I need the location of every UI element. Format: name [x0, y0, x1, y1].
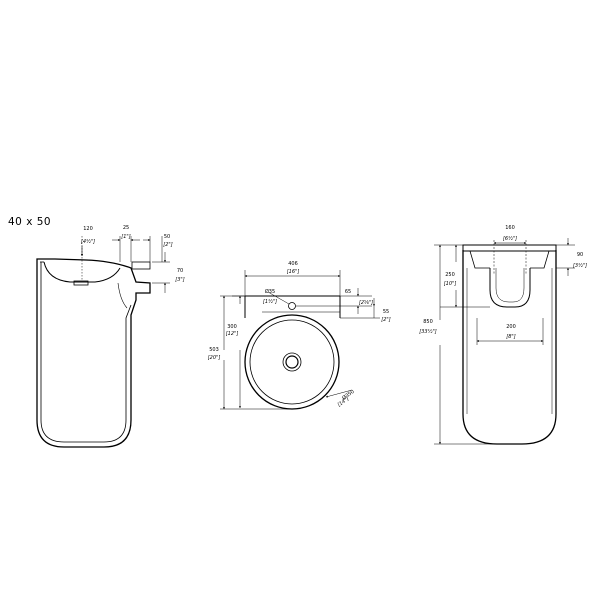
top-basin-outer — [244, 314, 340, 410]
dim-300-inch: [12"] — [226, 331, 239, 337]
side-basin-bowl — [43, 261, 121, 283]
dim-55-mm: 55 — [383, 309, 389, 315]
dim-90-mm: 90 — [577, 252, 583, 258]
dim-70-mm: 70 — [177, 268, 183, 274]
dim-200-mm: 200 — [506, 324, 516, 330]
side-tap-block — [131, 261, 151, 270]
dim-250-mm: 250 — [445, 272, 455, 278]
side-body-outline — [36, 258, 151, 448]
dim-35-mm: Ø35 — [265, 288, 275, 295]
dim-160-mm: 160 — [505, 225, 515, 231]
side-view-labels: 120 [4½"] 25 [1"] 50 [2"] 70 [3"] — [81, 225, 185, 283]
dim-65-inch: [2⅝"] — [359, 300, 373, 306]
dim-65-mm: 65 — [345, 289, 351, 295]
dim-406-inch: [16"] — [287, 269, 300, 275]
dim-25-mm: 25 — [123, 225, 129, 231]
dim-90-inch: [3½"] — [573, 262, 587, 269]
dim-406-mm: 406 — [288, 261, 298, 267]
front-top-rim — [462, 244, 557, 252]
top-tap-hole — [288, 302, 296, 310]
side-view — [36, 236, 170, 448]
dim-50-mm: 50 — [164, 234, 170, 240]
top-view — [220, 270, 380, 410]
front-deck-right — [530, 250, 550, 269]
front-body-outline — [462, 250, 557, 445]
top-drain-outer — [282, 352, 302, 372]
side-drain-pipe — [117, 282, 128, 309]
dim-25-inch: [1"] — [121, 234, 130, 240]
dim-200-inch: [8"] — [506, 334, 515, 340]
dim-250-inch: [10"] — [444, 281, 457, 287]
dim-55-inch: [2"] — [381, 317, 390, 323]
side-drain — [73, 280, 89, 286]
top-drain-inner — [285, 355, 299, 369]
dim-160-inch: [6½"] — [503, 235, 517, 242]
dim-120-inch: [4½"] — [81, 238, 95, 245]
front-view-labels: 160 [6½"] 90 [3½"] 250 [10"] 200 [8"] 85… — [419, 225, 587, 340]
model-title: 40 x 50 — [8, 216, 52, 228]
front-deck-left — [469, 250, 490, 269]
dim-50-inch: [2"] — [163, 242, 172, 248]
top-basin-inner — [249, 319, 335, 405]
dim-503-mm: 503 — [209, 347, 219, 353]
front-view — [434, 238, 575, 445]
top-view-labels: 406 [16"] Ø35 [1½"] 65 [2⅝"] 55 [2"] 300… — [208, 261, 391, 408]
dim-850-mm: 850 — [423, 319, 433, 325]
dim-503-inch: [20"] — [208, 355, 221, 361]
side-inner-wall — [40, 262, 132, 443]
dim-300-mm: 300 — [227, 324, 237, 330]
dim-850-inch: [33½"] — [419, 328, 436, 335]
front-basin-bowl — [489, 268, 531, 308]
dim-120-mm: 120 — [83, 226, 93, 232]
dim-70-inch: [3"] — [175, 277, 184, 283]
dim-35-inch: [1½"] — [263, 298, 277, 305]
